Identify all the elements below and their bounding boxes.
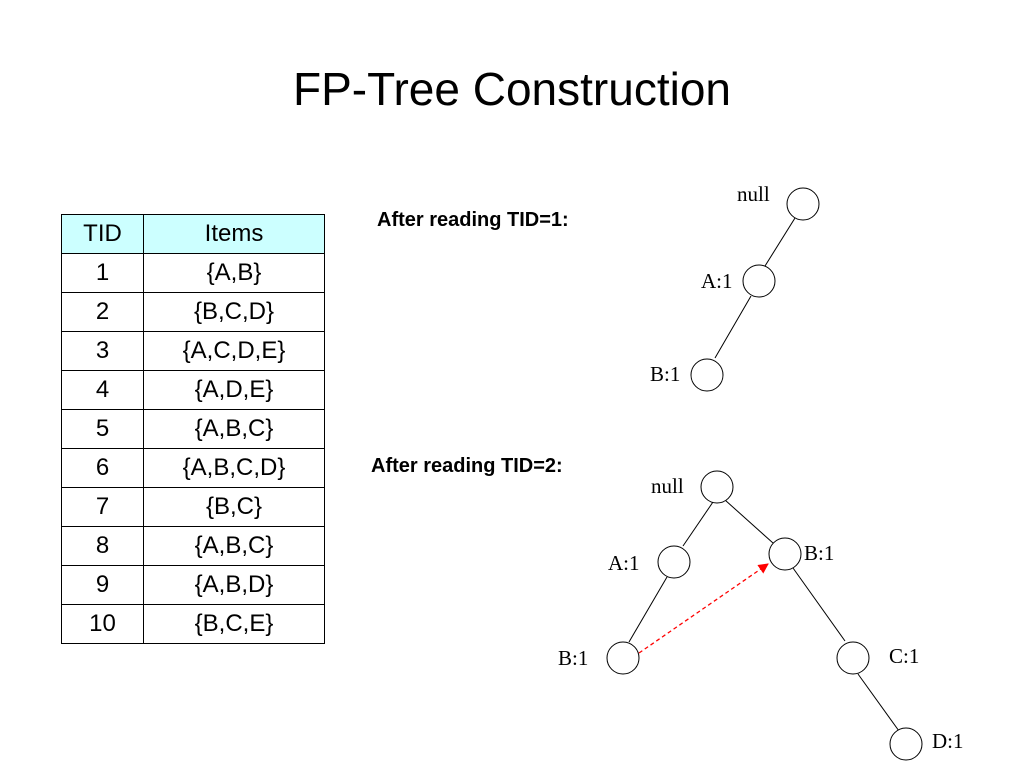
tree2-node-null bbox=[700, 470, 734, 504]
tree1-b-label: B:1 bbox=[650, 362, 680, 386]
cell-tid: 9 bbox=[61, 565, 144, 605]
cell-items: {A,B,D} bbox=[143, 565, 325, 605]
tree1-node-a bbox=[742, 264, 776, 298]
cell-items: {A,B,C} bbox=[143, 526, 325, 566]
tree1-edge-a-b bbox=[714, 295, 752, 359]
tree1-null-label: null bbox=[737, 182, 770, 206]
table-row: 6 {A,B,C,D} bbox=[61, 448, 325, 488]
cell-items: {B,C} bbox=[143, 487, 325, 527]
cell-items: {A,B,C} bbox=[143, 409, 325, 449]
tree2-heading: After reading TID=2: bbox=[371, 455, 563, 477]
cell-tid: 10 bbox=[61, 604, 144, 644]
table-row: 9 {A,B,D} bbox=[61, 565, 325, 605]
tree2-edge-a-b bbox=[628, 576, 668, 643]
tree2-node-a bbox=[657, 545, 691, 579]
tree2-edge-null-a bbox=[682, 501, 714, 547]
tree2-a-label: A:1 bbox=[608, 551, 640, 575]
table-row: 5 {A,B,C} bbox=[61, 409, 325, 449]
cell-tid: 3 bbox=[61, 331, 144, 371]
cell-tid: 5 bbox=[61, 409, 144, 449]
table-header-row: TID Items bbox=[61, 214, 325, 254]
table-row: 7 {B,C} bbox=[61, 487, 325, 527]
tree2-b-under-a-label: B:1 bbox=[558, 646, 588, 670]
tree2-node-d bbox=[889, 727, 923, 761]
tree1-node-null bbox=[786, 187, 820, 221]
tree2-node-b-under-a bbox=[606, 641, 640, 675]
cell-tid: 6 bbox=[61, 448, 144, 488]
tree1-node-b bbox=[690, 358, 724, 392]
tree1-edge-null-a bbox=[764, 217, 796, 267]
transaction-table: TID Items 1 {A,B} 2 {B,C,D} 3 {A,C,D,E} … bbox=[61, 214, 325, 644]
tree2-c-label: C:1 bbox=[889, 644, 919, 668]
tree1-a-label: A:1 bbox=[701, 269, 733, 293]
tree2-node-link-arrow bbox=[638, 563, 769, 654]
tree2-edge-b-c bbox=[792, 567, 846, 642]
tree2-b-under-null-label: B:1 bbox=[804, 541, 834, 565]
tree2-node-c bbox=[836, 641, 870, 675]
table-row: 3 {A,C,D,E} bbox=[61, 331, 325, 371]
cell-tid: 8 bbox=[61, 526, 144, 566]
tree2-null-label: null bbox=[651, 474, 684, 498]
tree2-edge-null-b bbox=[724, 499, 774, 544]
tree2-d-label: D:1 bbox=[932, 729, 964, 753]
header-tid: TID bbox=[61, 214, 144, 254]
cell-items: {A,B,C,D} bbox=[143, 448, 325, 488]
cell-items: {B,C,E} bbox=[143, 604, 325, 644]
table-row: 10 {B,C,E} bbox=[61, 604, 325, 644]
tree2-node-b-under-null bbox=[768, 537, 802, 571]
slide-title: FP-Tree Construction bbox=[293, 63, 731, 115]
table-row: 4 {A,D,E} bbox=[61, 370, 325, 410]
tree2-edge-c-d bbox=[857, 673, 900, 732]
header-items: Items bbox=[143, 214, 325, 254]
tree1-heading: After reading TID=1: bbox=[377, 209, 569, 231]
cell-items: {B,C,D} bbox=[143, 292, 325, 332]
table-row: 8 {A,B,C} bbox=[61, 526, 325, 566]
cell-items: {A,D,E} bbox=[143, 370, 325, 410]
cell-items: {A,C,D,E} bbox=[143, 331, 325, 371]
